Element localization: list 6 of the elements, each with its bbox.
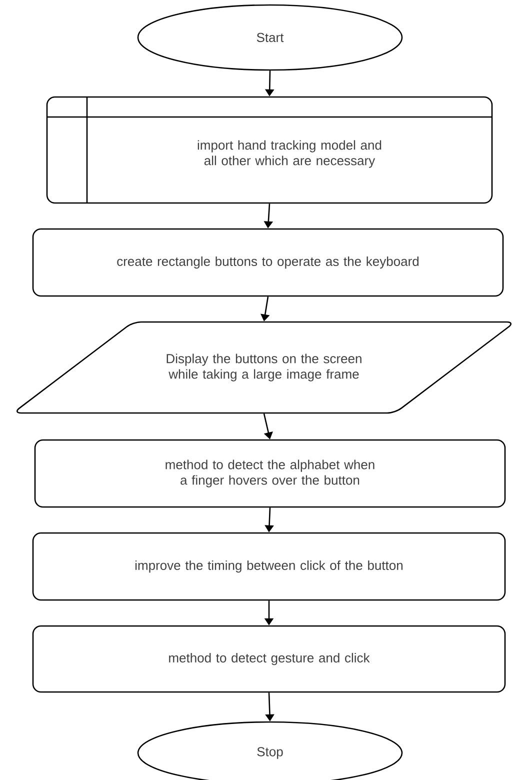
process-box: create rectangle buttons to operate as the keyboard bbox=[32, 228, 504, 297]
input-output-parallelogram: Display the buttons on the screen while taking a large image frame bbox=[16, 321, 512, 414]
process-box: improve the timing between click of the button bbox=[32, 532, 506, 601]
process-box: method to detect gesture and click bbox=[32, 625, 506, 693]
subroutine-box: import hand tracking model and all other which are necessary bbox=[46, 96, 493, 204]
process-box: method to detect the alphabet when a finger hovers over the button bbox=[34, 439, 506, 508]
